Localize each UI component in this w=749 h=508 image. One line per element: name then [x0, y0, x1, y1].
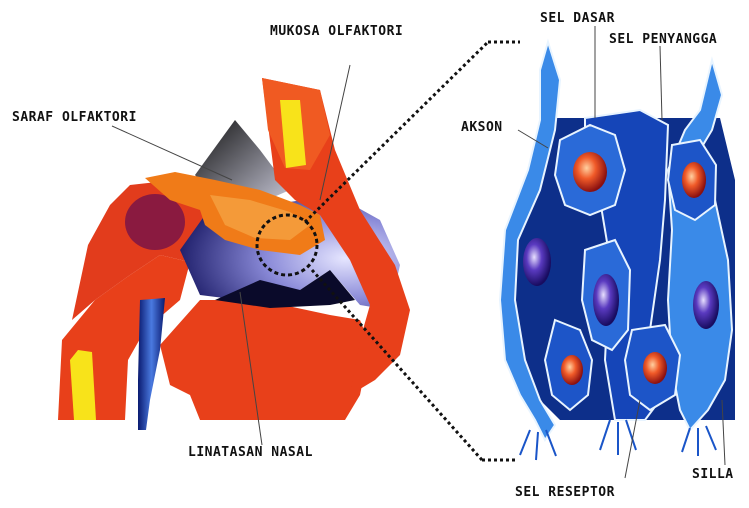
olfactory-epithelium [500, 42, 735, 460]
yellow-strip-left [70, 350, 96, 420]
label-sel-reseptor: SEL RESEPTOR [515, 485, 615, 500]
lower-palate-shape [160, 300, 370, 420]
label-akson: AKSON [461, 120, 503, 135]
nucleus-lower-center [643, 352, 667, 384]
nucleus-right-upper [682, 162, 706, 198]
posterior-dark-region [125, 194, 185, 250]
label-sel-dasar: SEL DASAR [540, 11, 615, 26]
nucleus-center-left [593, 274, 619, 326]
nucleus-right-cell [693, 281, 719, 329]
label-sel-penyangga: SEL PENYANGGA [609, 32, 717, 47]
nucleus-basal-upper [573, 152, 607, 192]
nucleus-lower-left [561, 355, 583, 385]
nasal-cross-section [58, 78, 410, 430]
nucleus-left-cell [523, 238, 551, 286]
label-saraf-olfaktori: SARAF OLFAKTORI [12, 110, 137, 125]
label-linatasan-nasal: LINATASAN NASAL [188, 445, 313, 460]
label-mukosa-olfaktori: MUKOSA OLFAKTORI [270, 24, 403, 39]
label-silla: SILLA [692, 467, 734, 482]
blue-tube [138, 298, 165, 430]
